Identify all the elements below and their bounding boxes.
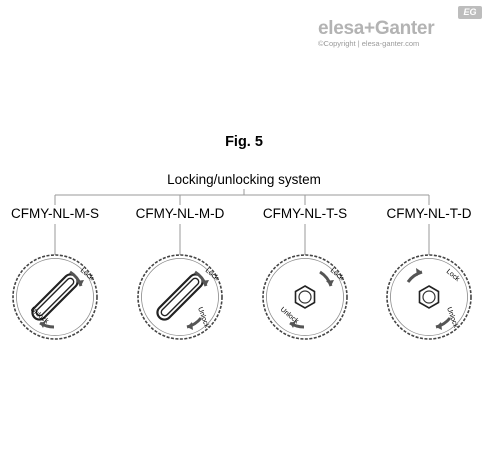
brand-badge: EG (458, 6, 482, 19)
variant-label-t-s: CFMY-NL-T-S (262, 206, 348, 221)
variant-label-m-d: CFMY-NL-M-D (135, 206, 225, 221)
figure-title: Fig. 5 (225, 134, 263, 150)
hex-socket-icon (418, 285, 440, 309)
knob-t-d: Lock Unlock (386, 254, 472, 340)
knob-t-s: Lock Unlock (262, 254, 348, 340)
variant-label-t-d: CFMY-NL-T-D (386, 206, 472, 221)
hex-socket-icon (294, 285, 316, 309)
knob-m-d: Lock Unlock (137, 254, 223, 340)
knob-m-s: Lock Unlock (12, 254, 98, 340)
copyright-text: ©Copyright | elesa-ganter.com (318, 39, 420, 48)
brand-logo: elesa+Ganter EG ©Copyright | elesa-gante… (318, 6, 484, 50)
brand-name: elesa+Ganter (318, 18, 435, 39)
variant-label-m-s: CFMY-NL-M-S (10, 206, 99, 221)
system-label: Locking/unlocking system (167, 172, 321, 187)
